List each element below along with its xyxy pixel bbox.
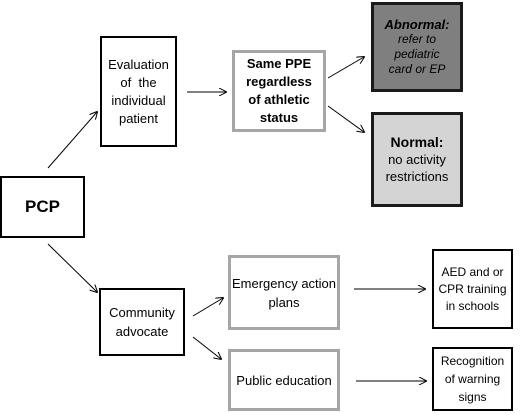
normal-line-2: restrictions	[385, 169, 449, 184]
normal-line-1: no activity	[388, 152, 446, 167]
evaluation-line-2: of the	[120, 74, 157, 90]
abnormal-line-2: pediatric	[394, 47, 440, 61]
abnormal-title: Abnormal:	[384, 17, 450, 32]
emergency-action-plans-node: Emergency action plans	[228, 255, 340, 330]
aed-line-3: in schools	[445, 298, 500, 313]
aed-cpr-node: AED and or CPR training in schools	[432, 249, 513, 329]
evaluation-line-1: Evaluation	[108, 56, 169, 72]
evaluation-line-4: patient	[118, 110, 159, 126]
same-ppe-line-1: Same PPE	[246, 56, 312, 71]
recognition-node: Recognition of warning signs	[432, 347, 513, 411]
recognition-line-1: Recognition	[440, 354, 505, 368]
arrow-community-to-emergency	[192, 298, 223, 317]
same-ppe-node: Same PPE regardless of athletic status	[232, 50, 326, 132]
arrow-same-ppe-to-normal	[327, 105, 364, 132]
arrow-same-ppe-to-abnormal	[327, 57, 364, 79]
aed-line-1: AED and or	[441, 264, 504, 279]
emergency-line-2: plans	[268, 294, 300, 310]
arrow-pcp-to-community	[47, 243, 97, 292]
abnormal-line-3: card or EP	[388, 62, 446, 76]
evaluation-line-3: individual	[111, 92, 166, 108]
public-education-label: Public education	[236, 372, 332, 388]
normal-outcome-node: Normal: no activity restrictions	[371, 112, 463, 207]
arrow-pcp-to-evaluation	[47, 112, 97, 169]
aed-line-2: CPR training	[438, 281, 507, 296]
same-ppe-line-4: status	[259, 110, 299, 125]
abnormal-line-1: refer to	[397, 32, 436, 46]
pcp-label: PCP	[25, 197, 60, 216]
normal-title: Normal:	[390, 134, 444, 150]
evaluation-node: Evaluation of the individual patient	[100, 36, 177, 147]
community-line-1: Community	[109, 305, 175, 320]
recognition-line-2: of warning	[444, 372, 501, 386]
public-education-node: Public education	[228, 349, 340, 411]
pcp-node: PCP	[0, 176, 85, 238]
recognition-line-3: signs	[458, 390, 487, 404]
same-ppe-line-2: regardless	[246, 74, 312, 89]
emergency-line-1: Emergency action	[231, 275, 337, 291]
arrow-community-to-public-education	[192, 336, 221, 359]
abnormal-outcome-node: Abnormal: refer to pediatric card or EP	[371, 2, 463, 92]
same-ppe-line-3: of athletic	[248, 92, 310, 107]
community-advocate-node: Community advocate	[99, 288, 185, 356]
community-line-2: advocate	[115, 324, 169, 339]
